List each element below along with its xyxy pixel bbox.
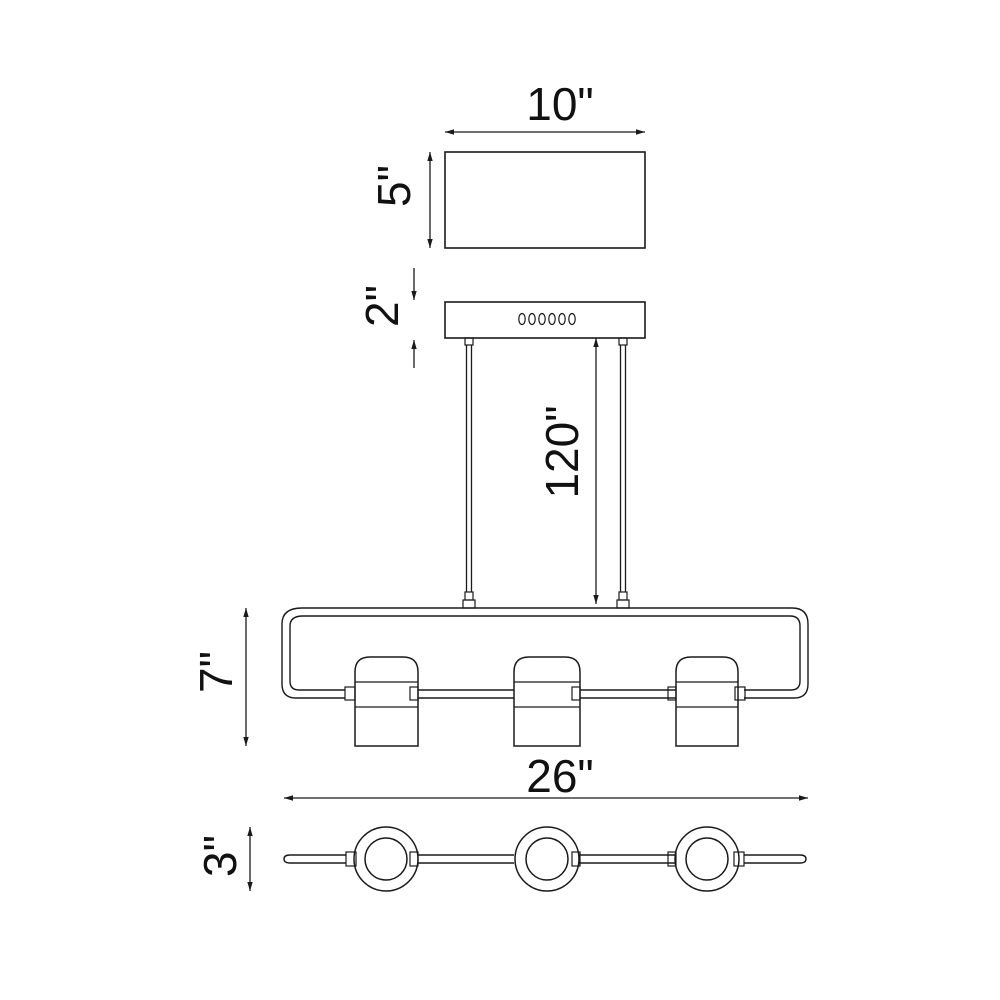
canopy-width-dimension: 10" (445, 78, 645, 135)
light-head-right (675, 656, 739, 747)
light-head-left (354, 656, 419, 747)
light-ring-center (514, 826, 580, 892)
canopy-box (444, 151, 646, 249)
drop-length-dimension: 120" (536, 338, 599, 604)
fixture-width-label: 26" (526, 750, 594, 802)
plate-height-dimension: 2" (356, 268, 417, 368)
suspension-cable-right (616, 337, 630, 609)
fixture-width-dimension: 26" (284, 750, 808, 802)
drop-length-label: 120" (536, 405, 588, 498)
fixture-bottom-view (283, 851, 807, 867)
canopy-width-label: 10" (526, 78, 594, 130)
fixture-depth-label: 3" (194, 835, 246, 877)
plate-screw-holes (518, 312, 576, 326)
fixture-height-dimension: 7" (190, 608, 249, 746)
light-ring-left (353, 826, 419, 892)
suspension-cable-left (462, 337, 476, 609)
fixture-height-label: 7" (190, 651, 242, 693)
canopy-height-label: 5" (368, 165, 420, 207)
light-ring-right (674, 826, 740, 892)
mounting-plate (444, 301, 646, 339)
plate-height-label: 2" (356, 285, 408, 327)
fixture-center-rod (344, 686, 746, 701)
fixture-frame (281, 607, 809, 699)
canopy-height-dimension: 5" (368, 152, 433, 248)
light-head-center (513, 656, 581, 747)
fixture-depth-dimension: 3" (194, 827, 253, 891)
